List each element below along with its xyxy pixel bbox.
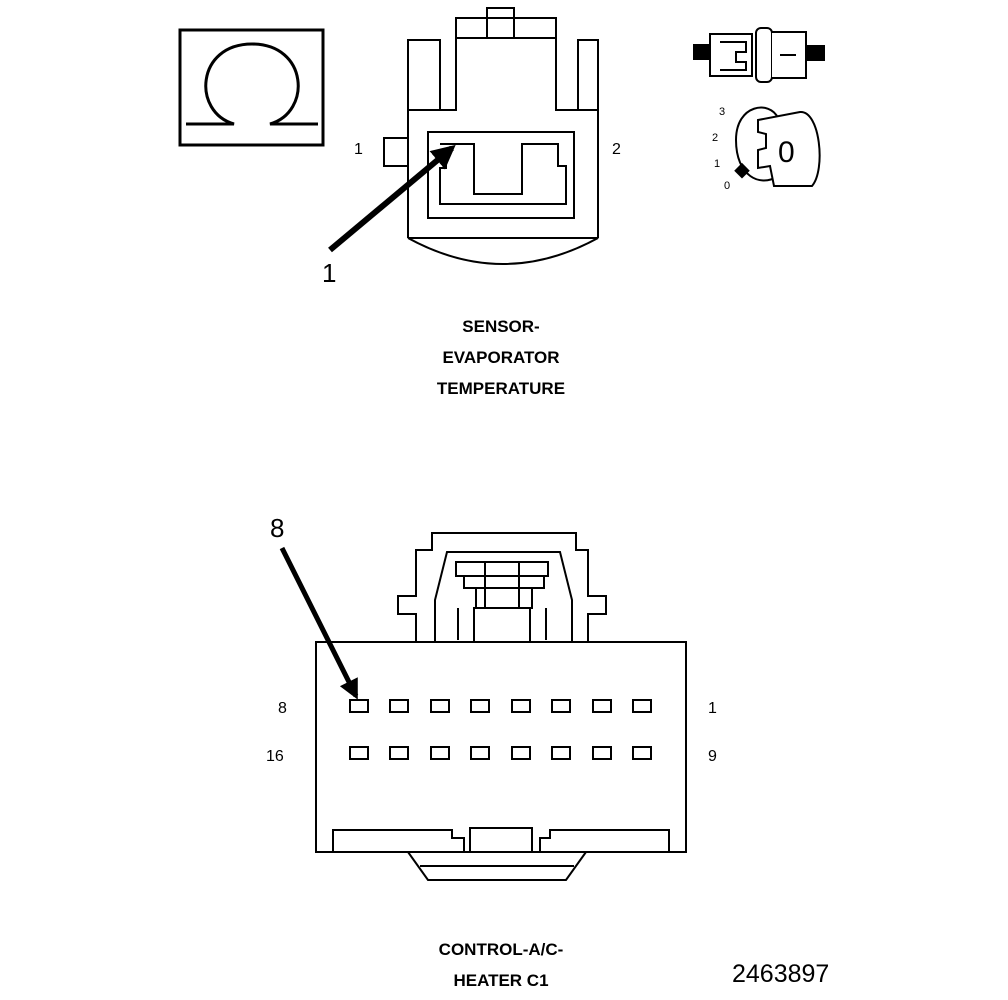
cavity-row-top	[349, 699, 652, 713]
evaporator-sensor-connector	[383, 7, 599, 265]
bottom-callout-number: 8	[270, 513, 285, 543]
bottom-caption-line-1: CONTROL-A/C-	[438, 940, 564, 959]
key-current-position: 0	[778, 136, 795, 169]
bottom-pin-1-label: 1	[708, 700, 717, 717]
top-caption-line-3: TEMPERATURE	[436, 379, 566, 398]
top-pin-left-label: 1	[354, 141, 363, 158]
top-pin-right-label: 2	[612, 141, 621, 158]
ignition-key-icon	[734, 106, 821, 187]
key-position-3: 3	[719, 106, 726, 118]
key-position-0: 0	[724, 180, 731, 192]
bottom-pin-16-label: 16	[266, 748, 284, 765]
bottom-callout-arrow	[279, 546, 359, 700]
top-caption-line-1: SENSOR-	[462, 317, 540, 336]
key-position-2: 2	[712, 132, 719, 144]
cavity-row-bottom	[349, 746, 652, 760]
document-number: 2463897	[732, 960, 830, 988]
top-callout-number: 1	[322, 258, 337, 288]
ac-heater-connector	[315, 532, 687, 881]
ohm-icon	[178, 28, 325, 147]
top-caption-line-2: EVAPORATOR	[442, 348, 560, 367]
bottom-caption-line-2: HEATER C1	[453, 971, 549, 990]
bottom-pin-9-label: 9	[708, 748, 717, 765]
top-callout-arrow	[328, 144, 456, 253]
connector-pin-icon	[693, 27, 825, 83]
bottom-pin-8-label: 8	[278, 700, 287, 717]
key-position-1: 1	[714, 158, 721, 170]
